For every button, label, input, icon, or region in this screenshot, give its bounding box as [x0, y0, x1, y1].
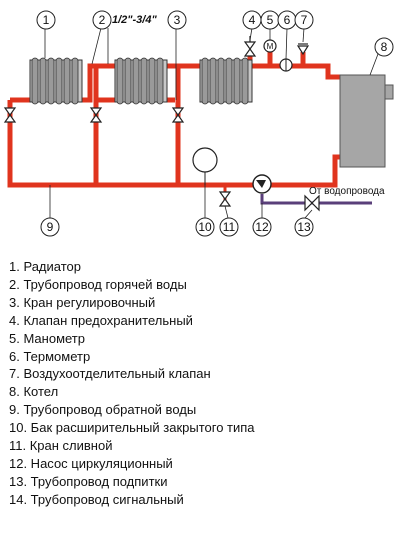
svg-text:12: 12 — [255, 220, 269, 234]
svg-text:2: 2 — [99, 13, 106, 27]
leader-lines — [44, 27, 379, 219]
radiator-icon — [199, 57, 253, 105]
legend-item: 8. Котел — [9, 384, 59, 400]
legend-item: 3. Кран регулировочный — [9, 294, 156, 310]
pressure-gauge-icon: M — [263, 39, 277, 53]
legend-item: 6. Термометр — [9, 348, 91, 364]
legend-item: 9. Трубопровод обратной воды — [9, 402, 197, 418]
valve-icon — [89, 107, 103, 123]
legend-item: 2. Трубопровод горячей воды — [9, 276, 187, 292]
legend-item: 12. Насос циркуляционный — [9, 455, 173, 471]
return-pipe — [7, 100, 340, 188]
callout-12: 12 — [252, 217, 272, 237]
callout-2: 2 — [92, 10, 112, 30]
legend-item: 10. Бак расширительный закрытого типа — [9, 420, 255, 436]
callout-9: 9 — [40, 217, 60, 237]
svg-text:4: 4 — [249, 13, 256, 27]
svg-text:9: 9 — [47, 220, 54, 234]
boiler-icon — [339, 74, 394, 168]
drain-valve-icon — [218, 185, 232, 207]
valve-icon — [171, 107, 185, 123]
legend-item: 5. Манометр — [9, 330, 85, 346]
valve-icon — [304, 194, 320, 212]
legend-item: 11. Кран сливной — [9, 438, 113, 454]
callout-4: 4 — [242, 10, 262, 30]
svg-text:3: 3 — [174, 13, 181, 27]
radiator-icon — [114, 57, 168, 105]
callout-13: 13 — [294, 217, 314, 237]
legend-item: 7. Воздухоотделительный клапан — [9, 366, 211, 382]
pump-icon — [252, 174, 272, 194]
air-valve-icon — [296, 43, 310, 56]
svg-text:11: 11 — [223, 220, 236, 234]
svg-text:6: 6 — [284, 13, 291, 27]
heating-system-diagram: M От водопровода 1/2"-3/4" — [3, 10, 394, 237]
legend-item: 14. Трубопровод сигнальный — [9, 491, 184, 507]
thermometer-icon — [279, 58, 293, 72]
radiator-icon — [29, 57, 83, 105]
callout-10: 10 — [195, 217, 215, 237]
water-supply-label: От водопровода — [309, 186, 385, 197]
legend-item: 1. Радиатор — [9, 259, 81, 274]
callout-3: 3 — [167, 10, 187, 30]
svg-text:7: 7 — [301, 13, 308, 27]
svg-text:1: 1 — [43, 13, 50, 27]
legend-list: 1. Радиатор 2. Трубопровод горячей воды … — [9, 258, 255, 509]
callout-6: 6 — [277, 10, 297, 30]
callout-5: 5 — [260, 10, 280, 30]
callout-8: 8 — [374, 37, 394, 57]
svg-text:13: 13 — [297, 220, 311, 234]
callout-11: 11 — [219, 217, 239, 237]
callout-1: 1 — [36, 10, 56, 30]
svg-text:5: 5 — [267, 13, 274, 27]
legend-item: 13. Трубопровод подпитки — [9, 473, 168, 489]
svg-text:10: 10 — [198, 220, 212, 234]
valve-icon — [3, 107, 17, 123]
pipe-size-label: 1/2"-3/4" — [112, 14, 157, 26]
svg-text:8: 8 — [381, 40, 388, 54]
svg-text:M: M — [267, 42, 274, 51]
legend-item: 4. Клапан предохранительный — [9, 312, 193, 328]
callout-7: 7 — [294, 10, 314, 30]
